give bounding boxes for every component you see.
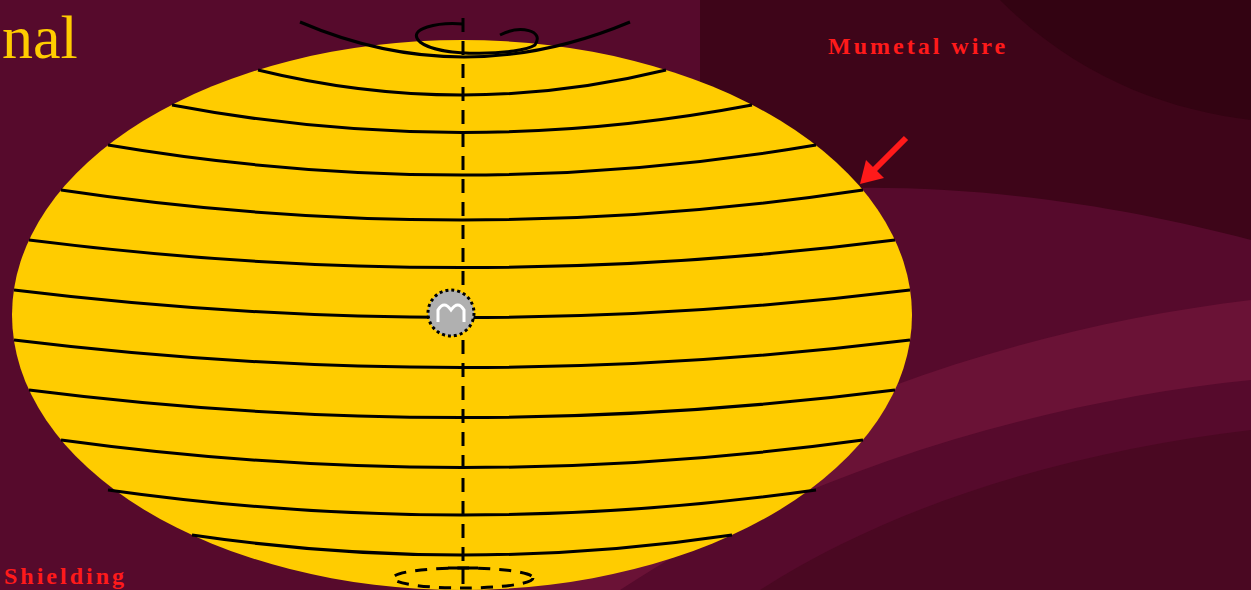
bottom-marker [448,568,478,584]
part-label: Mumetal wire [828,34,1008,58]
axis-line [462,18,465,565]
part-label: Shielding [4,564,127,588]
bottom-opening [393,568,533,588]
mumetal-windings [14,22,910,555]
slide-title: nal [2,6,78,68]
sensor-symbol [428,290,474,336]
leader-arrowhead [860,160,884,184]
background-swoosh [1000,0,1251,120]
sensor-glyph [438,305,464,322]
leader-arrow [872,138,906,172]
